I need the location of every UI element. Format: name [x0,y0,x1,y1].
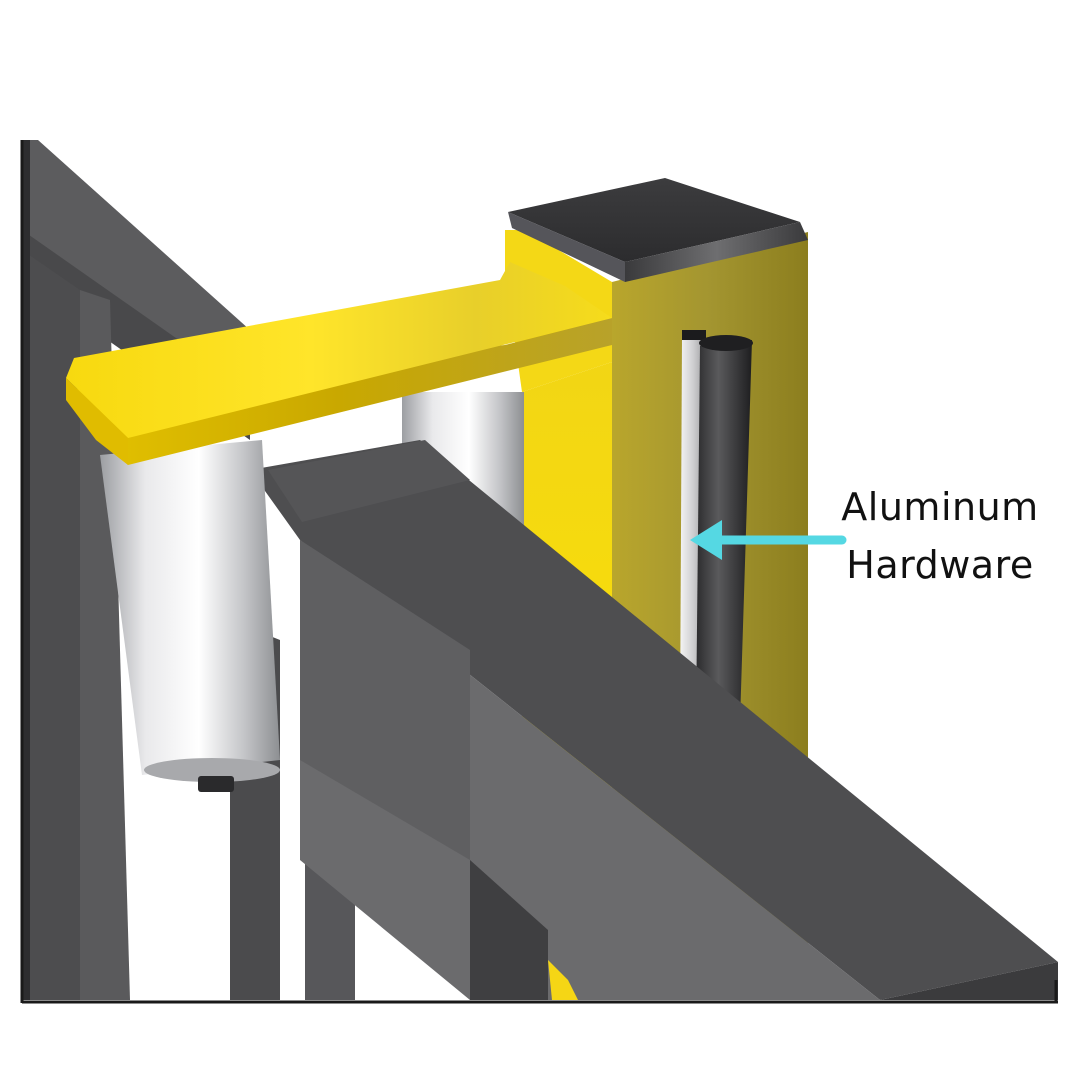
post-cap-front [508,212,625,282]
callout-label-line-2: Hardware [846,543,1034,587]
aluminum-channel-cap [682,330,706,340]
aluminum-hardware [680,330,753,722]
front-cylinder-body [100,440,280,775]
hinge-rod [696,340,752,722]
top-rail-yellow-peek [548,960,578,1000]
hinge-arm-tip [66,378,128,465]
gate-left-post [22,250,80,1000]
callout-arrow-head [690,520,722,560]
gate-lower-opening [470,860,548,1000]
callout-arrow [690,520,847,560]
top-rail-front-upper [300,540,470,860]
gate-left-post-edge [22,140,30,1000]
frame-border [20,140,1058,1004]
top-rail-right-face [880,962,1058,1000]
top-rail-top-face [250,440,1058,1000]
front-cylinder [100,440,280,792]
post-cap-top [508,178,800,262]
gate-top-rail [250,440,1058,1000]
front-cylinder-bolt [198,776,234,792]
front-cylinder-bottom [144,758,280,782]
hinge-rod-top [699,335,753,351]
post-cap-right [625,222,808,282]
hinge-arm-edge [66,318,612,465]
gate-gap-1 [185,790,230,1000]
yellow-hinge-arm [66,262,612,465]
top-rail-top-highlight [268,440,470,522]
gate-vertical-bar-1 [80,290,130,1000]
post-cap [508,178,808,282]
callout-label-line-1: Aluminum [841,485,1039,529]
hinge-arm-top [66,262,612,438]
